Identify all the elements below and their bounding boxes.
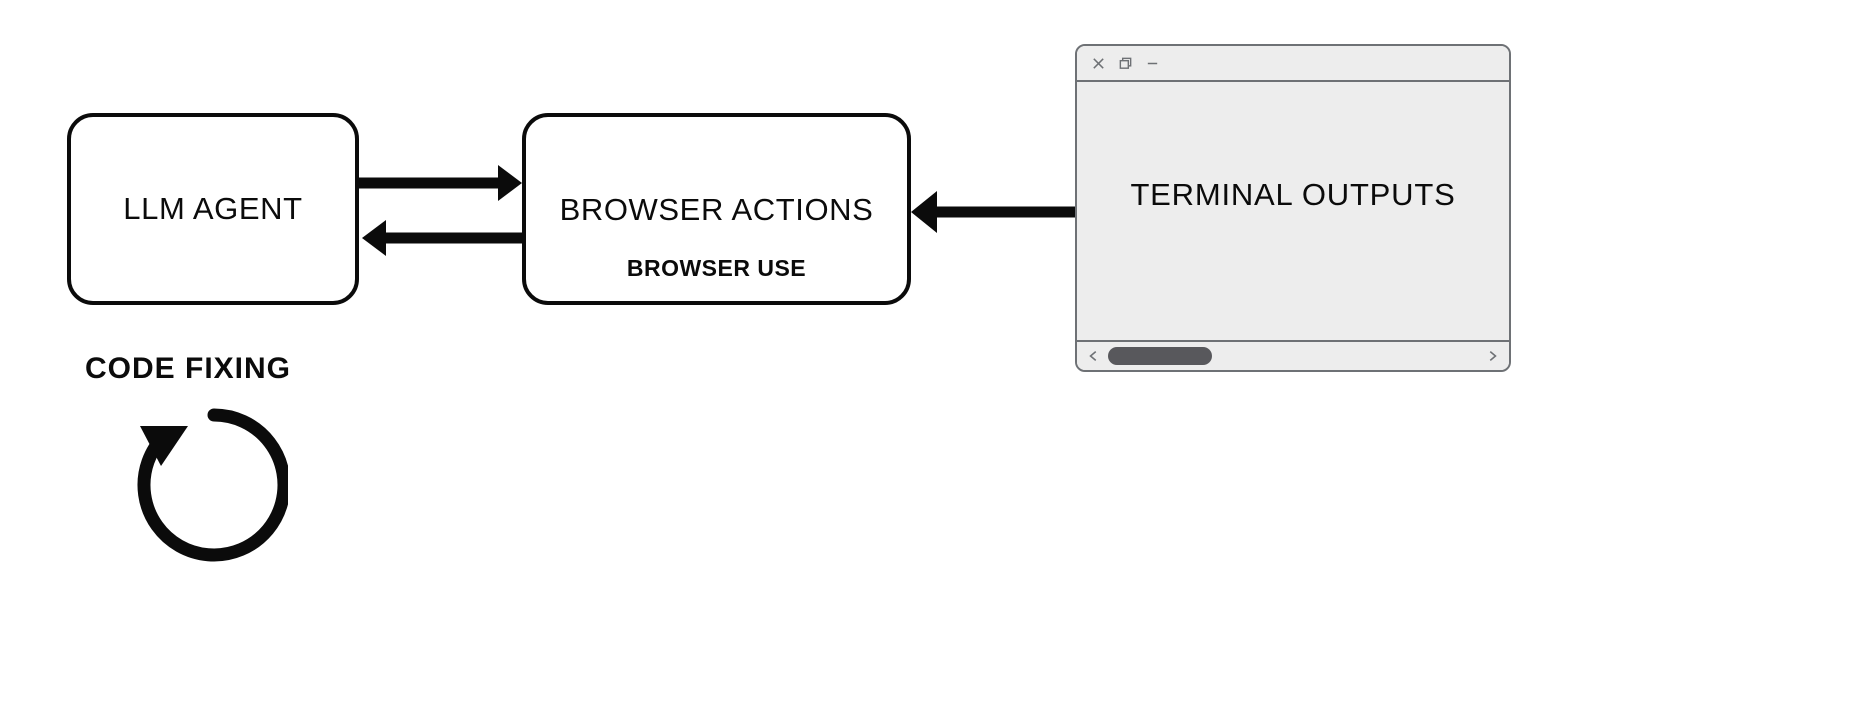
llm-agent-title: LLM AGENT <box>123 190 303 226</box>
circular-refresh-arrow-icon <box>137 408 288 562</box>
minimize-icon[interactable] <box>1143 54 1161 72</box>
browser-actions-subtitle: BROWSER USE <box>626 255 807 282</box>
code-fixing-label: CODE FIXING <box>85 352 292 385</box>
scroll-left-arrow-icon[interactable] <box>1086 349 1102 363</box>
arrow-browser-to-agent <box>362 220 522 256</box>
terminal-outputs-title: TERMINAL OUTPUTS <box>1130 177 1456 212</box>
terminal-body: TERMINAL OUTPUTS <box>1077 82 1509 340</box>
close-icon[interactable] <box>1089 54 1107 72</box>
restore-window-icon[interactable] <box>1116 54 1134 72</box>
scrollbar-thumb[interactable] <box>1108 347 1212 365</box>
terminal-titlebar <box>1077 46 1509 82</box>
node-browser-actions[interactable]: BROWSER ACTIONS BROWSER USE <box>522 113 911 305</box>
browser-actions-title: BROWSER ACTIONS <box>559 192 874 227</box>
scroll-right-arrow-icon[interactable] <box>1484 349 1500 363</box>
scrollbar-track[interactable] <box>1108 347 1478 365</box>
node-llm-agent[interactable]: LLM AGENT <box>67 113 359 305</box>
arrow-agent-to-browser <box>359 165 522 201</box>
arrow-terminal-to-browser <box>911 191 1075 233</box>
horizontal-scrollbar[interactable] <box>1077 340 1509 370</box>
terminal-window[interactable]: TERMINAL OUTPUTS <box>1075 44 1511 372</box>
